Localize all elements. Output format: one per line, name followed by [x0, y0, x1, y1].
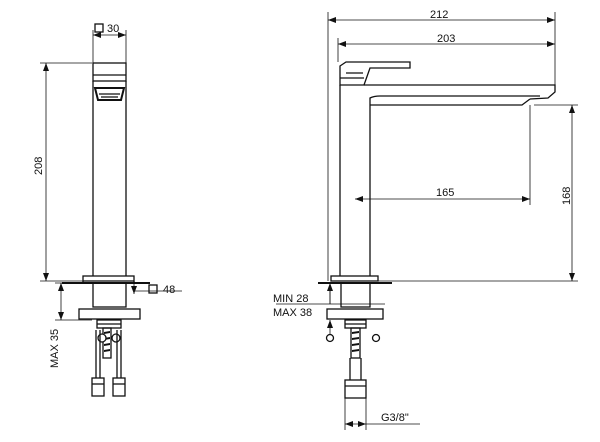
dim-height: 208 [33, 62, 92, 282]
square-symbol-icon [94, 23, 104, 33]
dim-spout-length-label: 203 [437, 33, 455, 45]
side-view: 212 203 16 [273, 9, 578, 430]
square-symbol-icon-2 [148, 284, 158, 294]
dim-reach-label: 165 [436, 187, 454, 199]
dim-max-depth-label: MAX 35 [49, 329, 61, 368]
dim-spout-length: 203 [337, 33, 555, 62]
dim-max-depth: MAX 35 [49, 282, 92, 368]
dim-reach: 165 [355, 105, 531, 205]
front-handle [92, 62, 127, 101]
dim-base-width: 48 [131, 278, 182, 296]
side-body [318, 85, 392, 284]
dim-spout-height: 168 [378, 104, 578, 282]
dim-spout-height-label: 168 [561, 187, 573, 205]
side-spout [364, 84, 556, 106]
side-handle [339, 61, 411, 86]
dim-top-width: 30 [92, 23, 127, 64]
front-fixing [78, 282, 141, 397]
dim-overall-length-label: 212 [430, 9, 448, 21]
side-fixing [326, 282, 384, 399]
dim-thread: G3/8" [344, 398, 420, 430]
dim-height-label: 208 [33, 157, 45, 175]
dim-overall-length: 212 [327, 9, 556, 281]
dim-top-width-label: 30 [107, 23, 119, 35]
dim-max-thickness-label: MAX 38 [273, 307, 312, 319]
dim-min-thickness-label: MIN 28 [273, 293, 308, 305]
dim-counter-thickness: MIN 28 MAX 38 [273, 283, 385, 343]
dim-base-width-label: 48 [163, 284, 175, 296]
dim-thread-label: G3/8" [381, 412, 409, 424]
front-view: 30 208 [33, 23, 182, 397]
front-body [92, 81, 127, 276]
front-base [62, 275, 150, 284]
